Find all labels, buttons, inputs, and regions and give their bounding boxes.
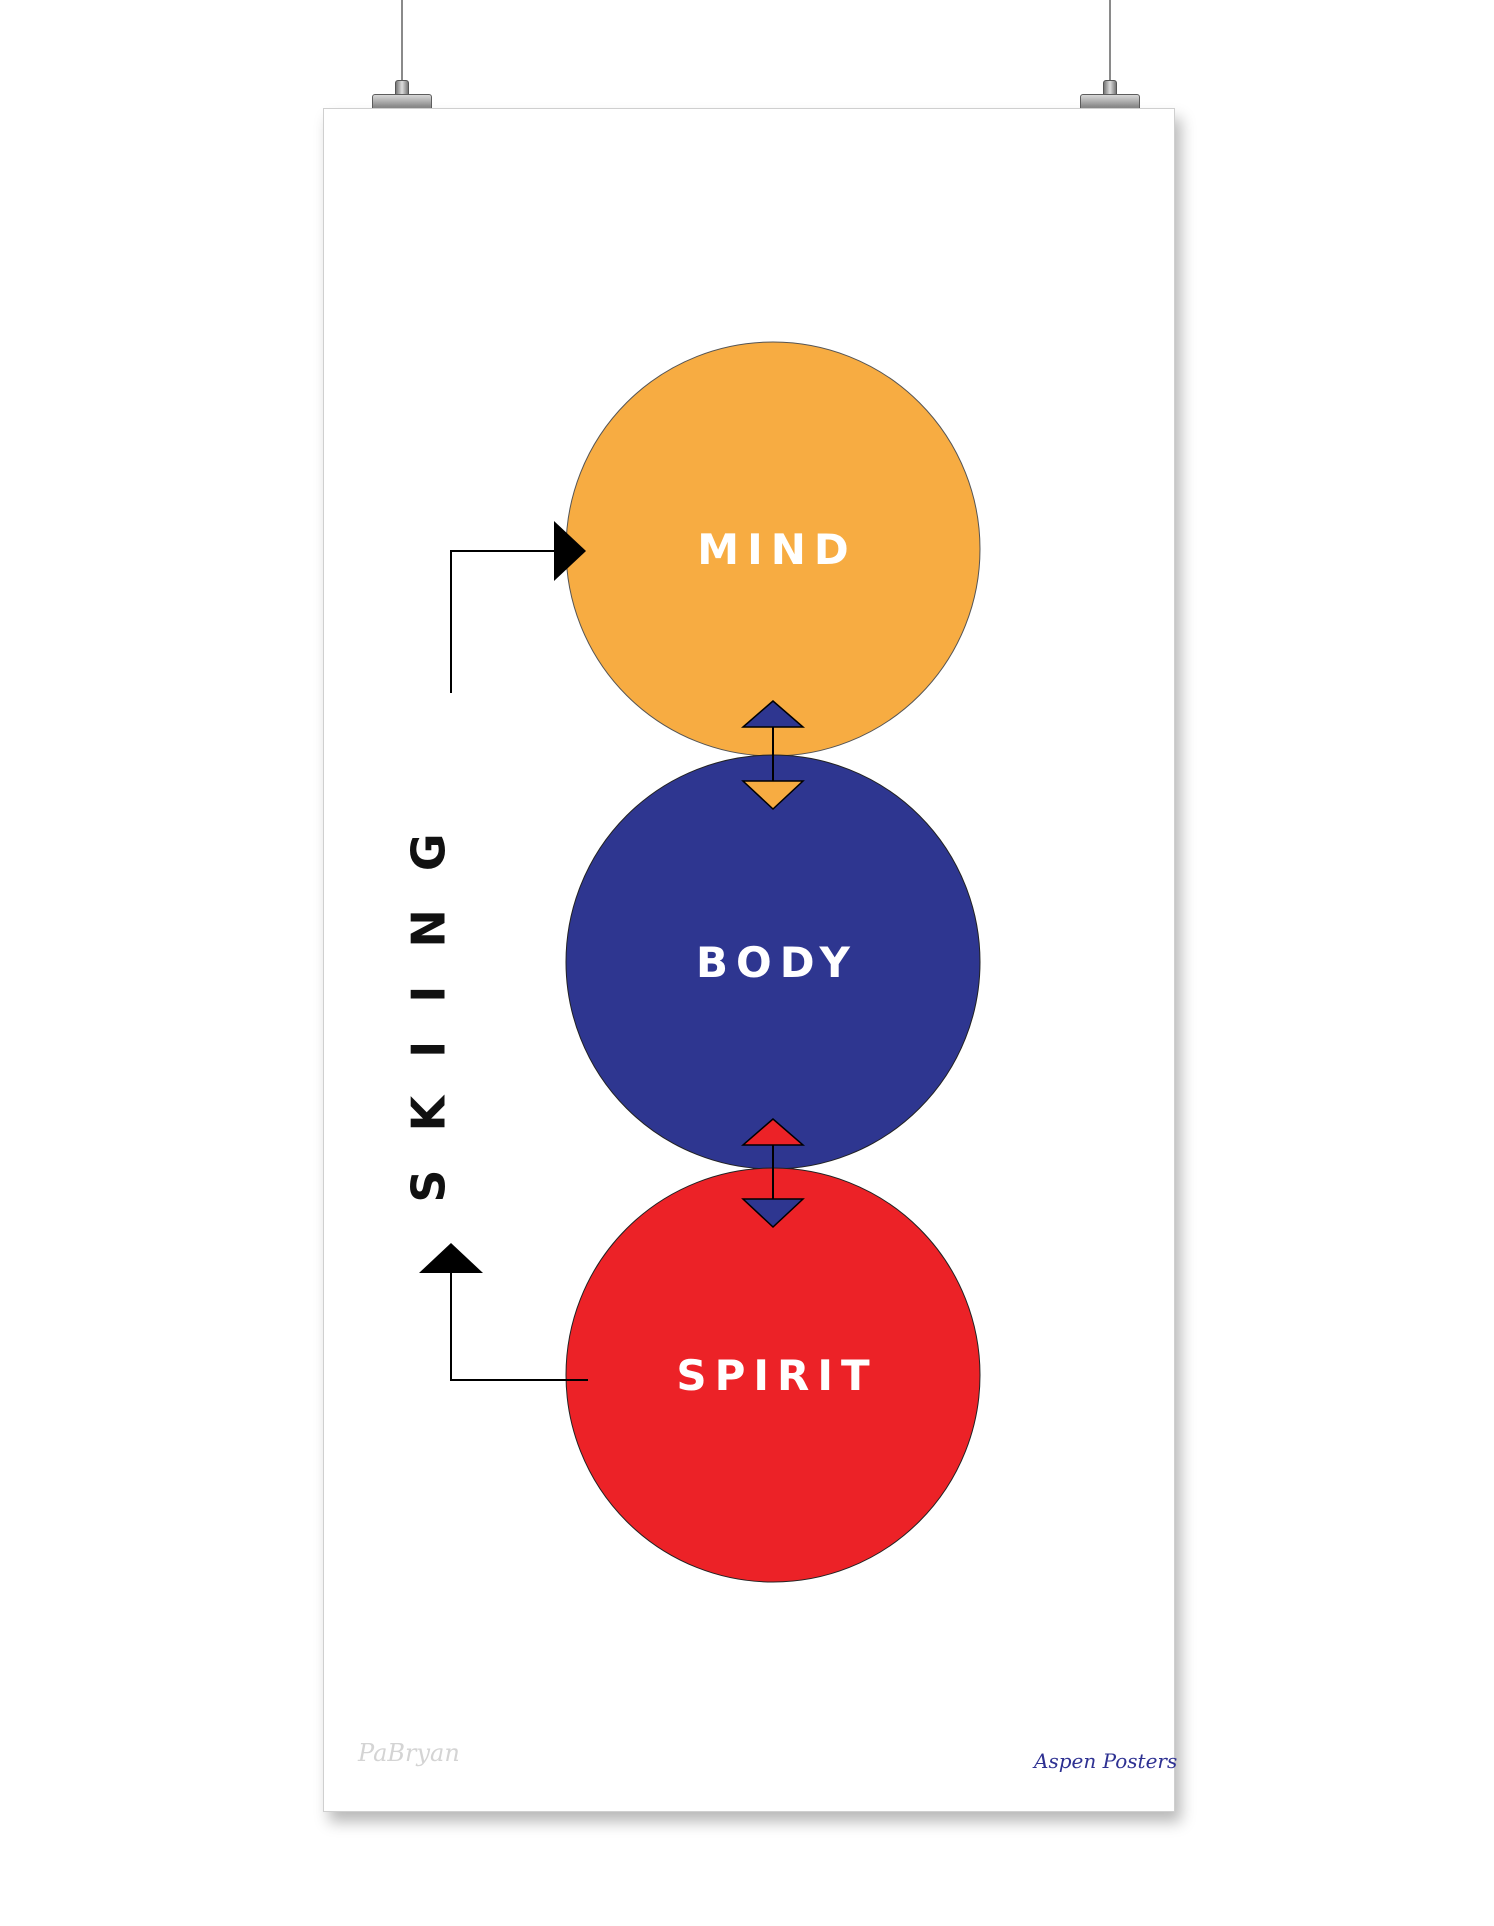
- arrow-right-icon: [554, 521, 586, 581]
- hanging-wire-left: [401, 0, 403, 92]
- connector-down-triangle-icon: [741, 780, 805, 811]
- mind-body-connector: [740, 700, 806, 811]
- skiing-text: SKIING: [402, 795, 457, 1203]
- diagram: MIND BODY SPIRIT: [419, 341, 981, 1583]
- body-label: BODY: [696, 938, 858, 987]
- skiing-vertical-word: SKIING: [402, 759, 457, 1239]
- connector-down-triangle-icon: [741, 1198, 805, 1229]
- connector-up-triangle-icon: [740, 700, 806, 728]
- arrow-up-icon: [419, 1243, 483, 1273]
- spirit-label: SPIRIT: [676, 1351, 877, 1400]
- arrow-line-from-spirit: [450, 1273, 588, 1381]
- cycle-arrow: [419, 521, 588, 1381]
- publisher-signature: Aspen Posters: [1034, 1749, 1178, 1773]
- poster: MIND BODY SPIRIT SKIING PaBryan Aspen Po…: [323, 108, 1178, 1812]
- body-spirit-connector: [740, 1118, 806, 1229]
- connector-up-triangle-icon: [740, 1118, 806, 1146]
- arrow-line-to-mind: [450, 550, 554, 693]
- artist-signature: PaBryan: [358, 1739, 460, 1767]
- mind-label: MIND: [697, 525, 856, 574]
- hanging-wire-right: [1109, 0, 1111, 92]
